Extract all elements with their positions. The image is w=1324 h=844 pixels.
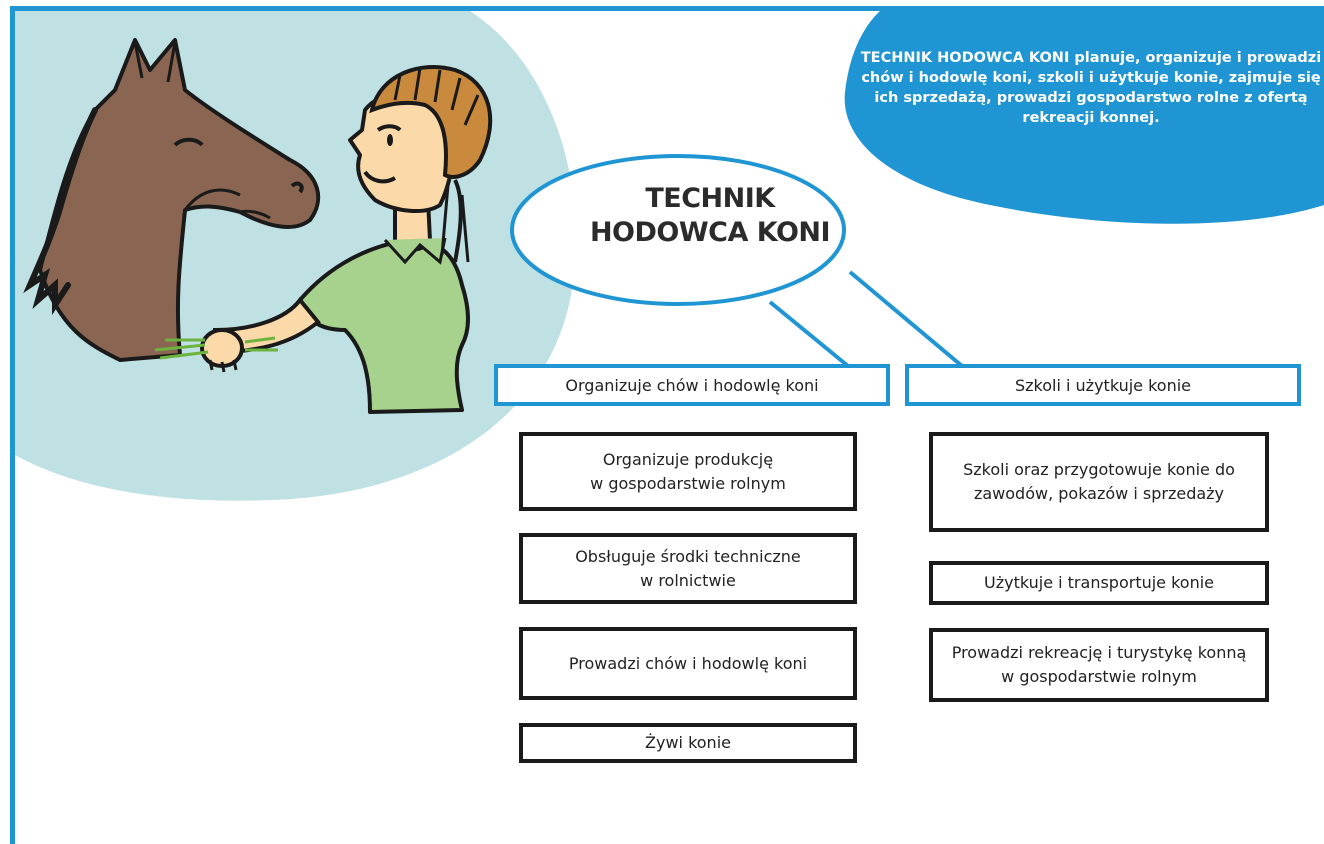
frame-top-border xyxy=(10,6,1324,11)
item-label: Prowadzi rekreację i turystykę konną w g… xyxy=(951,643,1247,686)
item-label: Użytkuje i transportuje konie xyxy=(983,573,1215,592)
item-prowadzi-chow: Prowadzi chów i hodowlę koni xyxy=(519,627,857,700)
item-label: Organizuje produkcję w gospodarstwie rol… xyxy=(590,449,786,493)
page-title: TECHNIK HODOWCA KONI xyxy=(530,182,890,250)
frame-left-border xyxy=(10,6,15,844)
description-text: planuje, organizuje i prowadzi chów i ho… xyxy=(861,50,1322,126)
title-line-1: TECHNIK xyxy=(645,183,775,214)
item-organizuje-produkcje: Organizuje produkcję w gospodarstwie rol… xyxy=(519,432,857,511)
item-label: Żywi konie xyxy=(645,733,731,752)
item-uzytkuje-transportuje: Użytkuje i transportuje konie xyxy=(929,561,1269,605)
item-label: Szkoli oraz przygotowuje konie do zawodó… xyxy=(963,460,1235,503)
horse-illustration xyxy=(23,38,321,362)
item-obsluguje-srodki: Obsługuje środki techniczne w rolnictwie xyxy=(519,533,857,604)
woman-illustration xyxy=(154,64,493,414)
connector-left xyxy=(768,300,850,368)
career-description: TECHNIK HODOWCA KONI planuje, organizuje… xyxy=(858,48,1324,128)
description-lead: TECHNIK HODOWCA KONI xyxy=(860,50,1070,66)
description-bubble xyxy=(844,11,1324,224)
item-label: Prowadzi chów i hodowlę koni xyxy=(568,653,808,673)
item-prowadzi-rekreacje: Prowadzi rekreację i turystykę konną w g… xyxy=(929,628,1269,702)
item-szkoli-konie: Szkoli oraz przygotowuje konie do zawodó… xyxy=(929,432,1269,532)
item-label: Obsługuje środki techniczne w rolnictwie xyxy=(575,546,801,590)
title-ellipse xyxy=(510,154,846,306)
category-label: Organizuje chów i hodowlę koni xyxy=(565,375,819,395)
item-zywi-konie: Żywi konie xyxy=(519,723,857,763)
connector-right xyxy=(848,270,964,368)
category-szkoli: Szkoli i użytkuje konie xyxy=(905,364,1301,406)
title-line-2: HODOWCA KONI xyxy=(589,217,831,248)
category-organizuje: Organizuje chów i hodowlę koni xyxy=(494,364,890,406)
category-label: Szkoli i użytkuje konie xyxy=(1014,375,1192,395)
